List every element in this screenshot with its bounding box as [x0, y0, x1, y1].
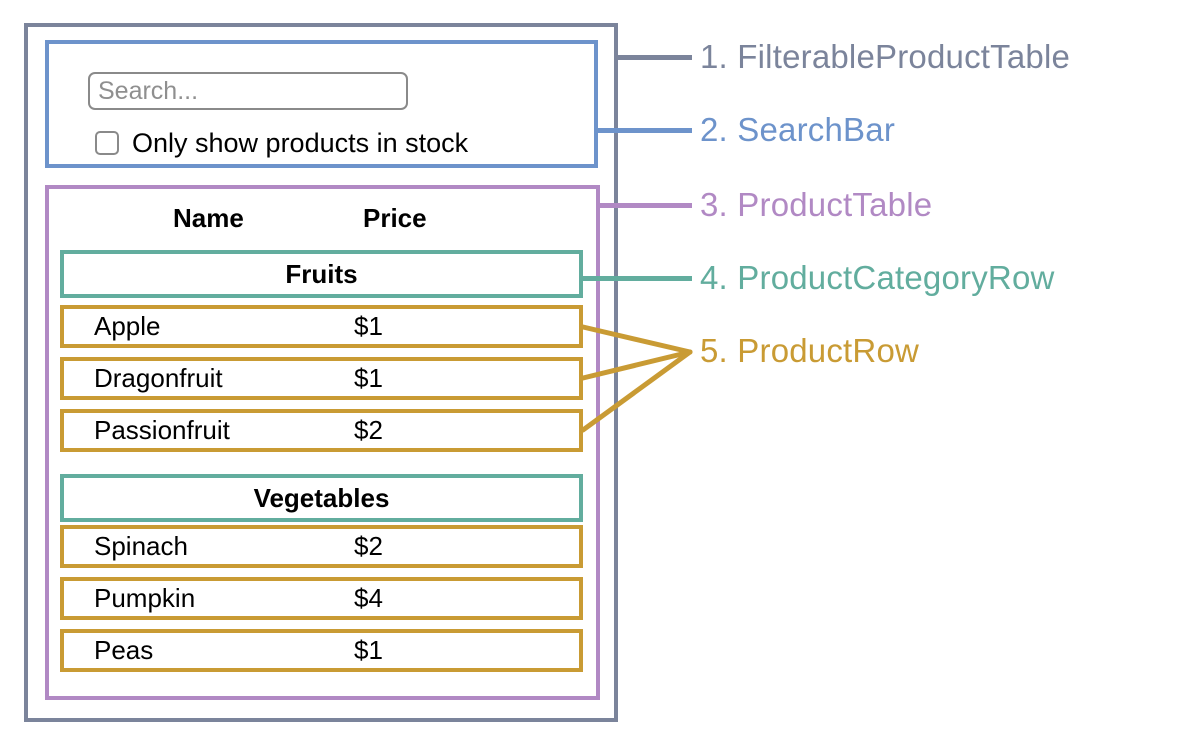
annotation-label-search-bar: 2. SearchBar — [700, 111, 896, 148]
product-row: Spinach $2 — [60, 525, 583, 568]
annotation-label-product-table: 3. ProductTable — [700, 186, 933, 223]
leader-line-filterable-product-table — [618, 55, 692, 60]
column-header-price: Price — [363, 203, 427, 233]
search-bar-box — [45, 40, 598, 168]
in-stock-filter-row[interactable]: Only show products in stock — [95, 124, 468, 162]
product-row: Apple $1 — [60, 305, 583, 348]
product-name: Apple — [94, 311, 161, 341]
leader-line-product-row-fan — [580, 324, 693, 433]
annotation-label-filterable-product-table: 1. FilterableProductTable — [700, 38, 1071, 75]
product-row: Dragonfruit $1 — [60, 357, 583, 400]
product-name: Dragonfruit — [94, 363, 223, 393]
leader-line-product-table — [600, 203, 692, 208]
product-table-box — [45, 185, 600, 700]
leader-line-search-bar — [598, 128, 692, 133]
product-name: Peas — [94, 635, 154, 665]
product-price: $1 — [354, 311, 383, 341]
product-name: Spinach — [94, 531, 188, 561]
product-table-header: Name Price — [60, 196, 583, 240]
product-row: Pumpkin $4 — [60, 577, 583, 620]
column-header-name: Name — [173, 203, 244, 233]
annotation-label-product-row: 5. ProductRow — [700, 332, 920, 369]
product-category-label: Vegetables — [253, 483, 390, 513]
product-category-row: Vegetables — [60, 474, 583, 522]
product-price: $2 — [354, 531, 383, 561]
search-input[interactable] — [88, 72, 408, 110]
product-price: $1 — [354, 635, 383, 665]
product-name: Passionfruit — [94, 415, 230, 445]
product-price: $1 — [354, 363, 383, 393]
product-price: $2 — [354, 415, 383, 445]
leader-line-product-category-row — [583, 276, 692, 281]
product-name: Pumpkin — [94, 583, 196, 613]
product-row: Passionfruit $2 — [60, 409, 583, 452]
product-category-label: Fruits — [285, 259, 358, 289]
in-stock-checkbox-label: Only show products in stock — [132, 127, 469, 158]
product-category-row: Fruits — [60, 250, 583, 298]
product-row: Peas $1 — [60, 629, 583, 672]
product-price: $4 — [354, 583, 383, 613]
in-stock-checkbox[interactable] — [95, 131, 119, 155]
annotation-label-product-category-row: 4. ProductCategoryRow — [700, 259, 1055, 296]
